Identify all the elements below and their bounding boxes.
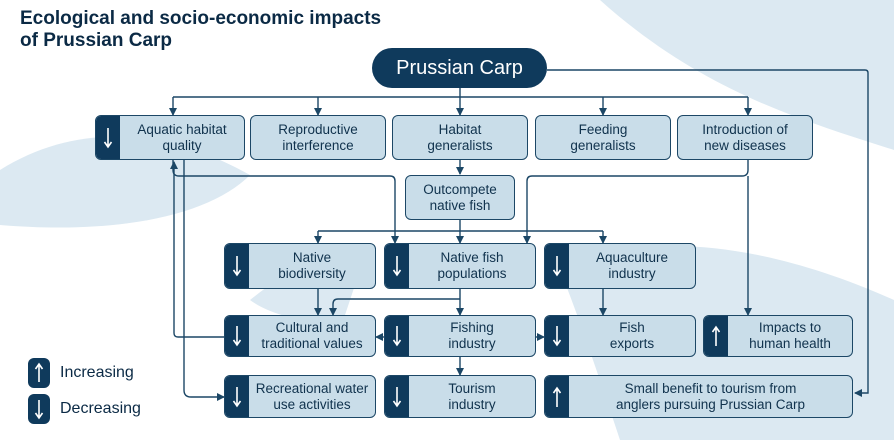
node-label: Tourism industry: [448, 380, 496, 412]
node-native-fish-populations: Native fish populations: [384, 243, 536, 289]
node-label: Aquaculture industry: [595, 250, 669, 281]
decreasing-arrow-icon: [385, 316, 409, 356]
decreasing-arrow-icon: [96, 116, 120, 159]
legend-increasing: Increasing: [28, 358, 134, 388]
increasing-arrow-icon: [704, 316, 728, 356]
root-node-prussian-carp: Prussian Carp: [372, 48, 547, 88]
legend-label: Decreasing: [60, 400, 141, 417]
decreasing-arrow-icon: [28, 394, 50, 424]
node-label: Native fish populations: [437, 250, 507, 281]
node-label: Feeding generalists: [570, 121, 636, 153]
node-introduction-of-new-diseases: Introduction of new diseases: [677, 115, 813, 160]
node-label: Cultural and traditional values: [261, 320, 363, 351]
decreasing-arrow-icon: [385, 376, 409, 417]
increasing-arrow-icon: [28, 358, 50, 388]
node-fish-exports: Fish exports: [544, 315, 696, 357]
node-label: Recreational water use activities: [255, 380, 369, 412]
node-label: Reproductive interference: [278, 121, 358, 153]
decreasing-arrow-icon: [545, 316, 569, 356]
decreasing-arrow-icon: [545, 244, 569, 288]
node-label: Aquatic habitat quality: [137, 121, 227, 153]
node-label: Native biodiversity: [278, 250, 346, 281]
legend-label: Increasing: [60, 364, 134, 381]
legend-decreasing: Decreasing: [28, 394, 141, 424]
node-native-biodiversity: Native biodiversity: [224, 243, 376, 289]
decreasing-arrow-icon: [225, 244, 249, 288]
node-small-benefit-to-tourism: Small benefit to tourism from anglers pu…: [544, 375, 853, 418]
diagram-title: Ecological and socio-economic impacts of…: [20, 8, 382, 51]
node-tourism-industry: Tourism industry: [384, 375, 536, 418]
node-label: Small benefit to tourism from anglers pu…: [615, 380, 806, 412]
decreasing-arrow-icon: [225, 376, 249, 417]
node-cultural-and-traditional-values: Cultural and traditional values: [224, 315, 376, 357]
node-label: Introduction of new diseases: [702, 121, 788, 153]
node-label: Fishing industry: [448, 320, 496, 351]
decreasing-arrow-icon: [225, 316, 249, 356]
increasing-arrow-icon: [545, 376, 569, 417]
node-label: Impacts to human health: [749, 320, 831, 351]
node-recreational-water-use-activities: Recreational water use activities: [224, 375, 376, 418]
node-aquaculture-industry: Aquaculture industry: [544, 243, 696, 289]
node-impacts-to-human-health: Impacts to human health: [703, 315, 853, 357]
node-label: Habitat generalists: [427, 121, 493, 153]
node-outcompete-native-fish: Outcompete native fish: [405, 175, 515, 220]
node-aquatic-habitat-quality: Aquatic habitat quality: [95, 115, 245, 160]
node-habitat-generalists: Habitat generalists: [392, 115, 528, 160]
node-label: Fish exports: [609, 320, 655, 351]
node-reproductive-interference: Reproductive interference: [250, 115, 386, 160]
decreasing-arrow-icon: [385, 244, 409, 288]
node-fishing-industry: Fishing industry: [384, 315, 536, 357]
node-label: Outcompete native fish: [423, 181, 497, 213]
node-feeding-generalists: Feeding generalists: [535, 115, 671, 160]
